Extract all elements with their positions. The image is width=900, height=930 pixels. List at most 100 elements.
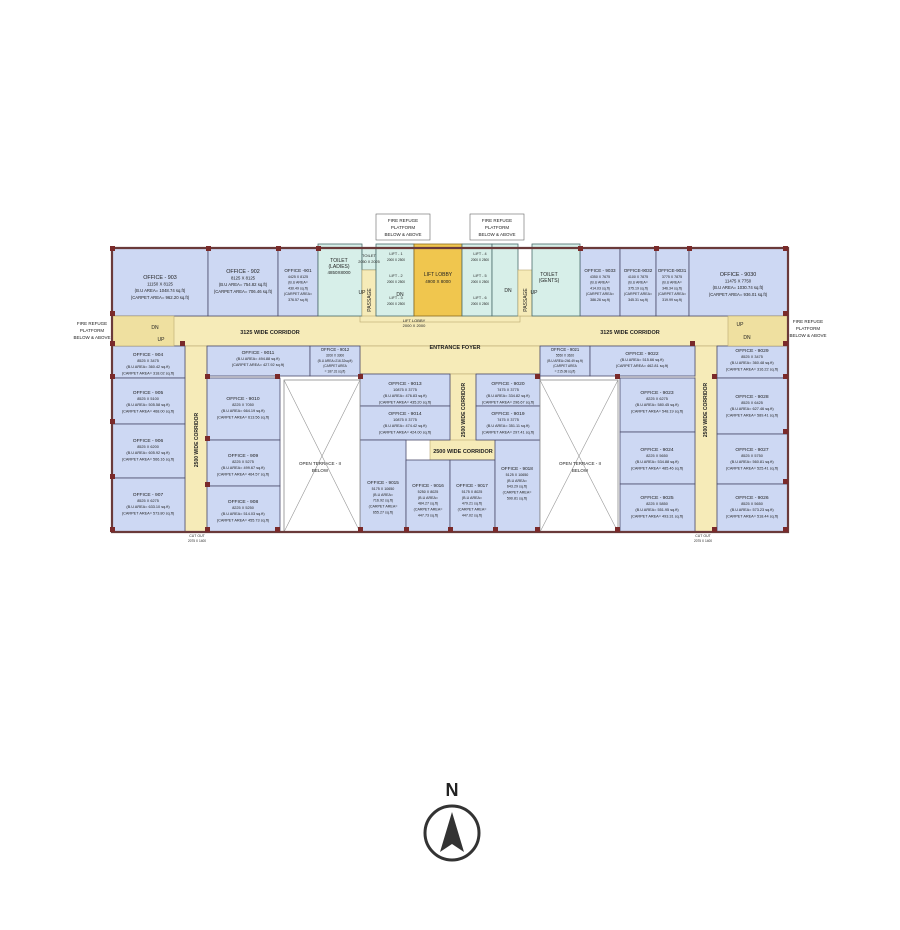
- office-label-text: 10875 X 3775: [393, 388, 417, 392]
- office-label-text: (B.U AREA= 360.48 sq.ft): [730, 361, 774, 365]
- svg-text:OPEN TERRACE - II: OPEN TERRACE - II: [559, 461, 601, 466]
- office-label-text: (CARPET AREA= 493.31 sq.ft): [631, 514, 684, 518]
- office-label-text: 590.81 sq.ft): [507, 497, 527, 501]
- svg-text:LIFT LOBBY: LIFT LOBBY: [403, 318, 426, 323]
- office-label-text: (CARPET AREA= 962.20 sq.ft): [131, 295, 190, 300]
- office-label-text: (CARPET AREA= 573.80 sq.ft): [122, 511, 175, 515]
- office-label-text: 447.02 sq.ft): [462, 514, 482, 518]
- svg-text:LIFT - 4: LIFT - 4: [473, 252, 486, 256]
- svg-text:(LADIES): (LADIES): [328, 264, 349, 270]
- svg-text:OPEN TERRACE - II: OPEN TERRACE - II: [299, 461, 341, 466]
- svg-text:PASSAGE: PASSAGE: [367, 288, 373, 312]
- svg-text:2075 X 1400: 2075 X 1400: [188, 539, 206, 543]
- office-label-text: 346.34 sq.ft): [662, 286, 682, 290]
- office-901-room: [277, 247, 319, 317]
- office-label-text: (B.U AREA= 474.42 sq.ft): [383, 424, 427, 428]
- office-label-text: 8225 X 7050: [232, 403, 254, 407]
- office-label-text: OFFICE - 906: [133, 438, 164, 444]
- svg-text:2000 X 2500: 2000 X 2500: [471, 258, 489, 262]
- svg-text:UP: UP: [359, 290, 367, 296]
- office-label-text: (CARPET AREA= 318.02 sq.ft): [122, 371, 175, 375]
- office-label-text: 10875 X 3775: [393, 418, 417, 422]
- office-label-text: 386.26 sq.ft): [590, 298, 610, 302]
- office-label-text: (CARPET AREA= 464.57 sq.ft): [217, 472, 270, 476]
- svg-text:CUT OUT: CUT OUT: [189, 534, 205, 538]
- office-label-text: 8225 X 5850: [646, 502, 668, 506]
- office-label-text: 8525 X 5100: [137, 397, 159, 401]
- office-label-text: (CARPET AREA=: [284, 292, 312, 296]
- svg-text:2500 WIDE CORRIDOR: 2500 WIDE CORRIDOR: [703, 383, 709, 438]
- svg-text:4900 X 8000: 4900 X 8000: [425, 279, 451, 284]
- office-label-text: (CARPET AREA= 613.56 sq.ft): [217, 415, 270, 419]
- office-label-text: OFFICE - 9020: [491, 381, 524, 387]
- office-label-text: (B.U AREA= 494.88 sq.ft): [236, 357, 280, 361]
- office-label-text: (B.U AREA=: [288, 281, 308, 285]
- office-label-text: (B.U AREA= 560.81 sq.ft): [730, 460, 774, 464]
- office-label-text: (CARPET AREA= 435.20 sq.ft): [379, 400, 432, 404]
- svg-text:LIFT - 2: LIFT - 2: [389, 274, 402, 278]
- office-label-text: 319.99 sq.ft): [662, 298, 682, 302]
- office-label-text: 655.27 sq.ft): [373, 511, 393, 515]
- east-offices: [539, 247, 789, 533]
- office-label-text: (B.U AREA=246.49 sq.ft): [547, 359, 583, 363]
- office-label-text: 8525 X 5650: [741, 502, 763, 506]
- office-label-text: OFFICE - 9022: [625, 351, 658, 357]
- office-label-text: (B.U AREA= 664.19 sq.ft): [221, 409, 265, 413]
- svg-text:PLATFORM: PLATFORM: [80, 328, 104, 333]
- office-label-text: = 215.08 sq.ft): [555, 370, 576, 374]
- office-label-text: (CARPET AREA=: [503, 491, 532, 495]
- svg-text:2500 WIDE CORRIDOR: 2500 WIDE CORRIDOR: [194, 413, 200, 468]
- office-label-text: OFFICE - 9024: [640, 447, 673, 453]
- svg-text:LIFT LOBBY: LIFT LOBBY: [424, 272, 453, 278]
- office-label-text: (CARPET AREA: [323, 364, 347, 368]
- office-label-text: 8525 X 5750: [741, 454, 763, 458]
- office-label-text: 7475 X 3775: [497, 418, 519, 422]
- office-label-text: OFFICE-9031: [658, 268, 687, 273]
- svg-text:2050 X 2025: 2050 X 2025: [358, 260, 380, 264]
- office-label-text: OFFICE - 908: [228, 499, 259, 505]
- svg-text:2000 X 2500: 2000 X 2500: [387, 258, 405, 262]
- office-label-text: (CARPET AREA= 485.46 sq.ft): [631, 466, 684, 470]
- office-label-text: OFFICE - 9018: [501, 466, 533, 471]
- office-label-text: OFFICE - 9021: [551, 347, 580, 352]
- office-label-text: 376.57 sq.ft): [288, 298, 308, 302]
- svg-text:DN: DN: [396, 292, 404, 298]
- office-label-text: 8225 X 5250: [232, 506, 254, 510]
- central-offices: [359, 373, 541, 533]
- svg-text:BELOW & ABOVE: BELOW & ABOVE: [73, 335, 110, 340]
- office-label-text: (B.U AREA=: [418, 496, 438, 500]
- office-label-text: OFFICE - 9025: [640, 495, 673, 501]
- office-label-text: (CARPET AREA= 525.41 sq.ft): [726, 466, 779, 470]
- office-label-text: (CARPET AREA= 462.81 sq.ft): [616, 364, 669, 368]
- office-label-text: 5175 X 8025: [462, 490, 483, 494]
- office-label-text: 5250 X 8025: [418, 490, 439, 494]
- office-label-text: (CARPET AREA= 589.41 sq.ft): [726, 413, 779, 417]
- office-label-text: (CARPET AREA=: [586, 292, 614, 296]
- office-label-text: OFFICE - 9016: [412, 483, 444, 488]
- svg-text:(GENTS): (GENTS): [539, 278, 560, 284]
- open-terraces: [283, 379, 619, 533]
- north-arrow-icon: [440, 812, 464, 852]
- office-label-text: OFFICE - 9017: [456, 483, 488, 488]
- svg-text:TOILET: TOILET: [330, 258, 347, 264]
- office-label-text: 4100 X 7875: [628, 275, 648, 279]
- west-offices: [111, 247, 361, 533]
- office-label-text: 8525 X 3475: [137, 359, 159, 363]
- office-label-text: (B.U AREA= 754.82 sq.ft): [219, 282, 268, 287]
- svg-text:LIFT - 5: LIFT - 5: [473, 274, 486, 278]
- office-label-text: (B.U AREA=: [373, 493, 393, 497]
- office-label-text: (CARPET AREA= 297.41 sq.ft): [482, 430, 535, 434]
- svg-text:2000 X 2500: 2000 X 2500: [471, 280, 489, 284]
- core-labels: LIFT LOBBY 4900 X 8000 LIFT LOBBY 2000 X…: [151, 252, 751, 543]
- office-label-text: OFFICE - 9011: [242, 350, 275, 356]
- svg-text:PLATFORM: PLATFORM: [485, 225, 509, 230]
- office-label-text: OFFICE - 904: [133, 352, 164, 358]
- office-label-text: (B.U AREA= 499.67 sq.ft): [221, 466, 265, 470]
- office-label-text: OFFICE - 9030: [720, 272, 757, 278]
- office-label-text: (CARPET AREA= 548.19 sq.ft): [631, 409, 684, 413]
- office-label-text: OFFICE - 9013: [388, 381, 421, 387]
- svg-text:PLATFORM: PLATFORM: [391, 225, 415, 230]
- office-label-text: (B.U AREA=: [462, 496, 482, 500]
- north-label: N: [446, 780, 459, 800]
- svg-text:BELOW & ABOVE: BELOW & ABOVE: [478, 232, 515, 237]
